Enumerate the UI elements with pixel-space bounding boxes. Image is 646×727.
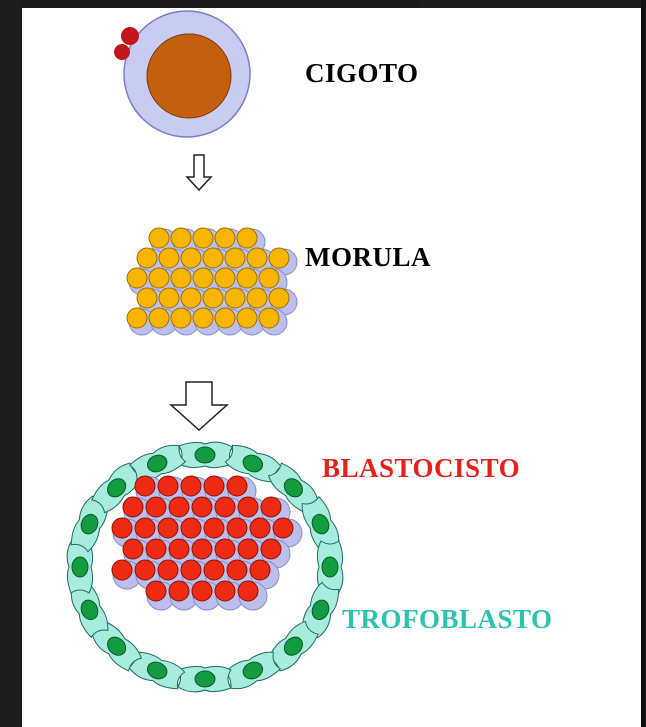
label-blastocisto: BLASTOCISTO: [322, 453, 520, 484]
cell-core: [169, 539, 189, 559]
polar-body: [114, 44, 130, 60]
trophoblast-nucleus: [195, 671, 215, 687]
cell-core: [181, 560, 201, 580]
cell-core: [259, 268, 279, 288]
cell-core: [146, 539, 166, 559]
morula-cell: [259, 308, 287, 335]
cell-core: [159, 248, 179, 268]
cell-core: [261, 497, 281, 517]
cell-core: [215, 581, 235, 601]
down-arrow-icon: [171, 382, 227, 430]
cell-core: [247, 248, 267, 268]
cell-core: [158, 560, 178, 580]
cell-core: [227, 560, 247, 580]
cell-core: [193, 308, 213, 328]
cell-core: [238, 497, 258, 517]
cell-core: [192, 497, 212, 517]
label-cigoto: CIGOTO: [305, 58, 419, 89]
cell-core: [204, 476, 224, 496]
cell-core: [112, 560, 132, 580]
cell-core: [227, 518, 247, 538]
cell-core: [181, 518, 201, 538]
zygote-figure: [114, 11, 250, 137]
cell-core: [204, 560, 224, 580]
cell-core: [237, 228, 257, 248]
cell-core: [193, 228, 213, 248]
cell-core: [261, 539, 281, 559]
cell-core: [192, 539, 212, 559]
cell-core: [215, 539, 235, 559]
cell-core: [215, 228, 235, 248]
cell-core: [146, 581, 166, 601]
cell-core: [193, 268, 213, 288]
trophoblast-nucleus: [195, 447, 215, 463]
cell-core: [171, 228, 191, 248]
cell-core: [237, 268, 257, 288]
cell-core: [112, 518, 132, 538]
cell-core: [169, 581, 189, 601]
cell-core: [149, 308, 169, 328]
cell-core: [123, 539, 143, 559]
cell-core: [123, 497, 143, 517]
cell-core: [127, 308, 147, 328]
cell-core: [159, 288, 179, 308]
cell-core: [158, 518, 178, 538]
cell-core: [225, 288, 245, 308]
inner-cell-mass: [112, 476, 302, 610]
cell-core: [238, 581, 258, 601]
cell-core: [149, 268, 169, 288]
cell-core: [135, 476, 155, 496]
label-morula: MORULA: [305, 242, 431, 273]
cell-core: [250, 560, 270, 580]
cell-core: [238, 539, 258, 559]
cell-core: [149, 228, 169, 248]
cell-core: [171, 308, 191, 328]
cell-core: [215, 497, 235, 517]
cell-core: [215, 268, 235, 288]
zygote-nucleus: [147, 34, 231, 118]
cell-core: [269, 248, 289, 268]
cell-core: [137, 288, 157, 308]
cell-core: [127, 268, 147, 288]
trophoblast-cell: [178, 666, 231, 692]
cell-core: [247, 288, 267, 308]
icm-cell: [238, 581, 267, 610]
cell-core: [227, 476, 247, 496]
cell-core: [250, 518, 270, 538]
cell-core: [203, 248, 223, 268]
trophoblast-cell: [179, 442, 232, 468]
cell-core: [192, 581, 212, 601]
cell-core: [181, 476, 201, 496]
down-arrow-icon: [187, 155, 211, 190]
cell-core: [181, 288, 201, 308]
cell-core: [259, 308, 279, 328]
polar-body: [121, 27, 139, 45]
morula-figure: [127, 228, 297, 335]
cell-core: [135, 560, 155, 580]
label-trofoblasto: TROFOBLASTO: [342, 604, 553, 635]
cell-core: [269, 288, 289, 308]
cell-core: [137, 248, 157, 268]
cell-core: [158, 476, 178, 496]
cell-core: [203, 288, 223, 308]
trophoblast-cell: [223, 649, 282, 693]
cell-core: [146, 497, 166, 517]
trophoblast-nucleus: [72, 557, 88, 577]
cell-core: [169, 497, 189, 517]
cell-core: [225, 248, 245, 268]
cell-core: [273, 518, 293, 538]
cell-core: [171, 268, 191, 288]
cell-core: [135, 518, 155, 538]
cell-core: [181, 248, 201, 268]
cell-core: [204, 518, 224, 538]
cell-core: [215, 308, 235, 328]
cell-core: [237, 308, 257, 328]
trophoblast-nucleus: [322, 557, 338, 577]
